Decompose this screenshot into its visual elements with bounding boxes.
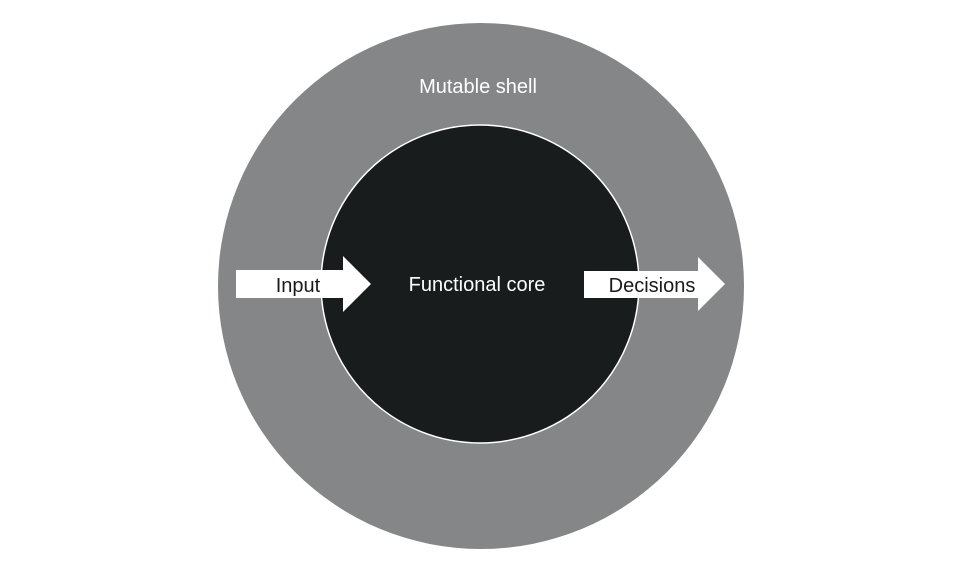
mutable-shell-label: Mutable shell xyxy=(419,76,537,98)
input-arrow xyxy=(236,256,371,312)
functional-core-label: Functional core xyxy=(409,274,546,296)
input-label: Input xyxy=(276,275,321,297)
decisions-arrow xyxy=(584,257,725,311)
decisions-label: Decisions xyxy=(609,275,696,297)
